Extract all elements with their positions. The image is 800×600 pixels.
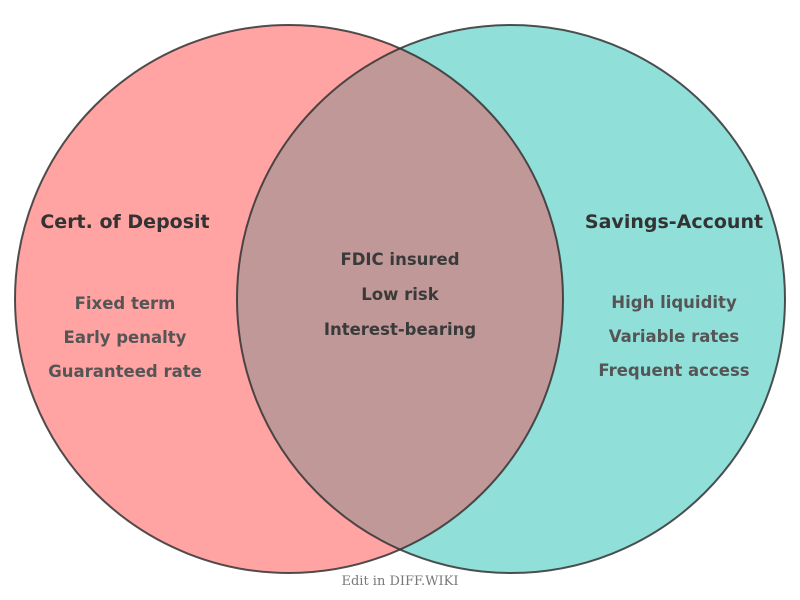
edit-link[interactable]: Edit in DIFF.WIKI (341, 574, 458, 589)
left-item: Fixed term (75, 294, 176, 313)
right-item: Variable rates (609, 327, 740, 346)
right-item: High liquidity (611, 293, 737, 312)
overlap-item: Interest-bearing (324, 320, 476, 339)
left-item: Early penalty (64, 328, 187, 347)
overlap-item: FDIC insured (340, 250, 459, 269)
overlap-item: Low risk (361, 285, 439, 304)
right-set-title: Savings-Account (585, 211, 763, 233)
left-set-title: Cert. of Deposit (40, 211, 209, 233)
right-item: Frequent access (598, 361, 749, 380)
left-item: Guaranteed rate (48, 362, 202, 381)
overlap-region (237, 25, 563, 573)
